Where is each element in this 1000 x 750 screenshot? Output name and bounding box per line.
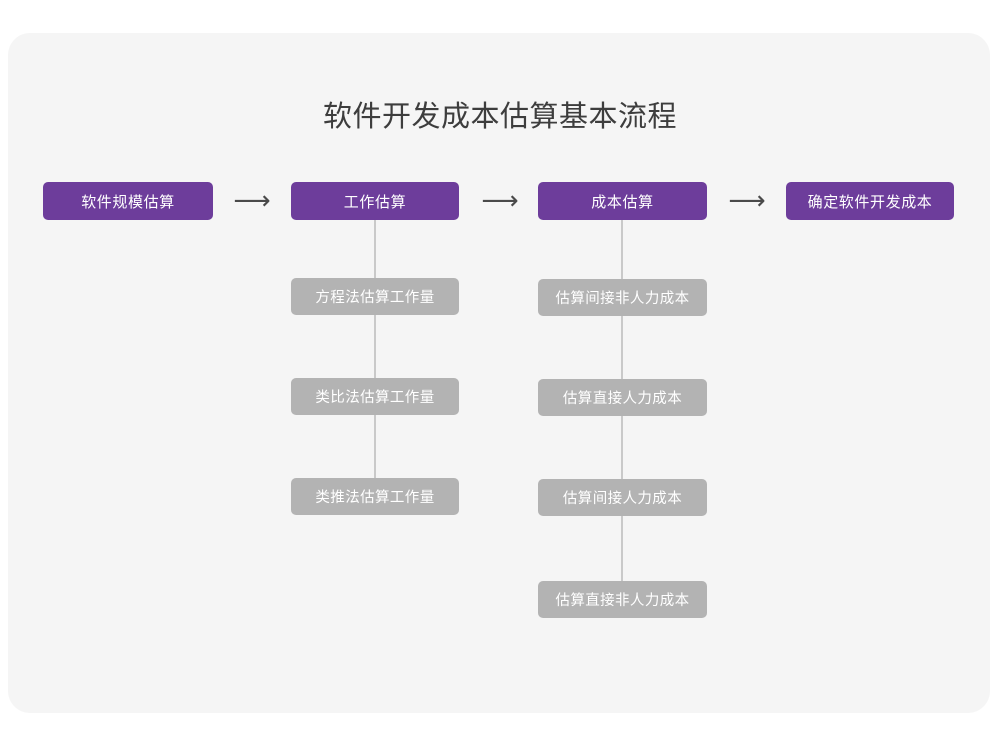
sub-step-indirect-nonlabor-cost[interactable]: 估算间接非人力成本 xyxy=(538,279,707,316)
sub-step-analogy-method-workload[interactable]: 类比法估算工作量 xyxy=(291,378,459,415)
sub-step-indirect-labor-cost[interactable]: 估算间接人力成本 xyxy=(538,479,707,516)
page-title: 软件开发成本估算基本流程 xyxy=(322,101,677,133)
process-step-cost-estimation[interactable]: 成本估算 xyxy=(538,182,707,220)
process-step-work-estimation[interactable]: 工作估算 xyxy=(291,182,459,220)
arrow-right-icon: ⟶ xyxy=(728,186,766,216)
connector-line-work-estimation xyxy=(374,220,376,478)
process-step-determine-development-cost[interactable]: 确定软件开发成本 xyxy=(786,182,954,220)
process-step-software-scale-estimation[interactable]: 软件规模估算 xyxy=(43,182,213,220)
sub-step-direct-nonlabor-cost[interactable]: 估算直接非人力成本 xyxy=(538,581,707,618)
sub-step-inference-method-workload[interactable]: 类推法估算工作量 xyxy=(291,478,459,515)
diagram-card xyxy=(8,33,990,713)
arrow-right-icon: ⟶ xyxy=(233,186,271,216)
sub-step-direct-labor-cost[interactable]: 估算直接人力成本 xyxy=(538,379,707,416)
arrow-right-icon: ⟶ xyxy=(481,186,519,216)
sub-step-equation-method-workload[interactable]: 方程法估算工作量 xyxy=(291,278,459,315)
